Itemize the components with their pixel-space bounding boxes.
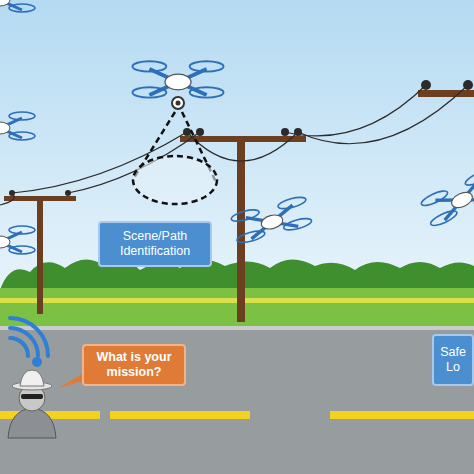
text-box: What is your mission? <box>82 344 186 386</box>
road-edge <box>0 326 474 330</box>
lane-dash <box>110 411 250 419</box>
box-label: Scene/Path Identification <box>105 229 205 259</box>
drone <box>230 195 312 245</box>
box-label: Safe Lo <box>439 345 467 375</box>
wifi-dot <box>32 357 42 367</box>
insulators <box>9 80 473 196</box>
drone <box>0 226 35 254</box>
drone <box>0 112 35 140</box>
drone <box>133 61 224 97</box>
utility-poles <box>4 90 474 322</box>
power-lines <box>0 85 468 205</box>
text-box: Safe Lo <box>432 334 474 386</box>
box-label: What is your mission? <box>89 350 179 380</box>
text-box: Scene/Path Identification <box>98 221 212 267</box>
wifi-symbol <box>10 318 48 356</box>
drone-camera-lens <box>176 101 181 106</box>
drone-camera <box>172 97 184 109</box>
road <box>0 326 474 474</box>
camera-view-cone <box>133 112 217 204</box>
lane-dash <box>330 411 474 419</box>
spy-figure <box>8 370 56 438</box>
drone <box>420 168 474 228</box>
drone <box>0 0 35 12</box>
